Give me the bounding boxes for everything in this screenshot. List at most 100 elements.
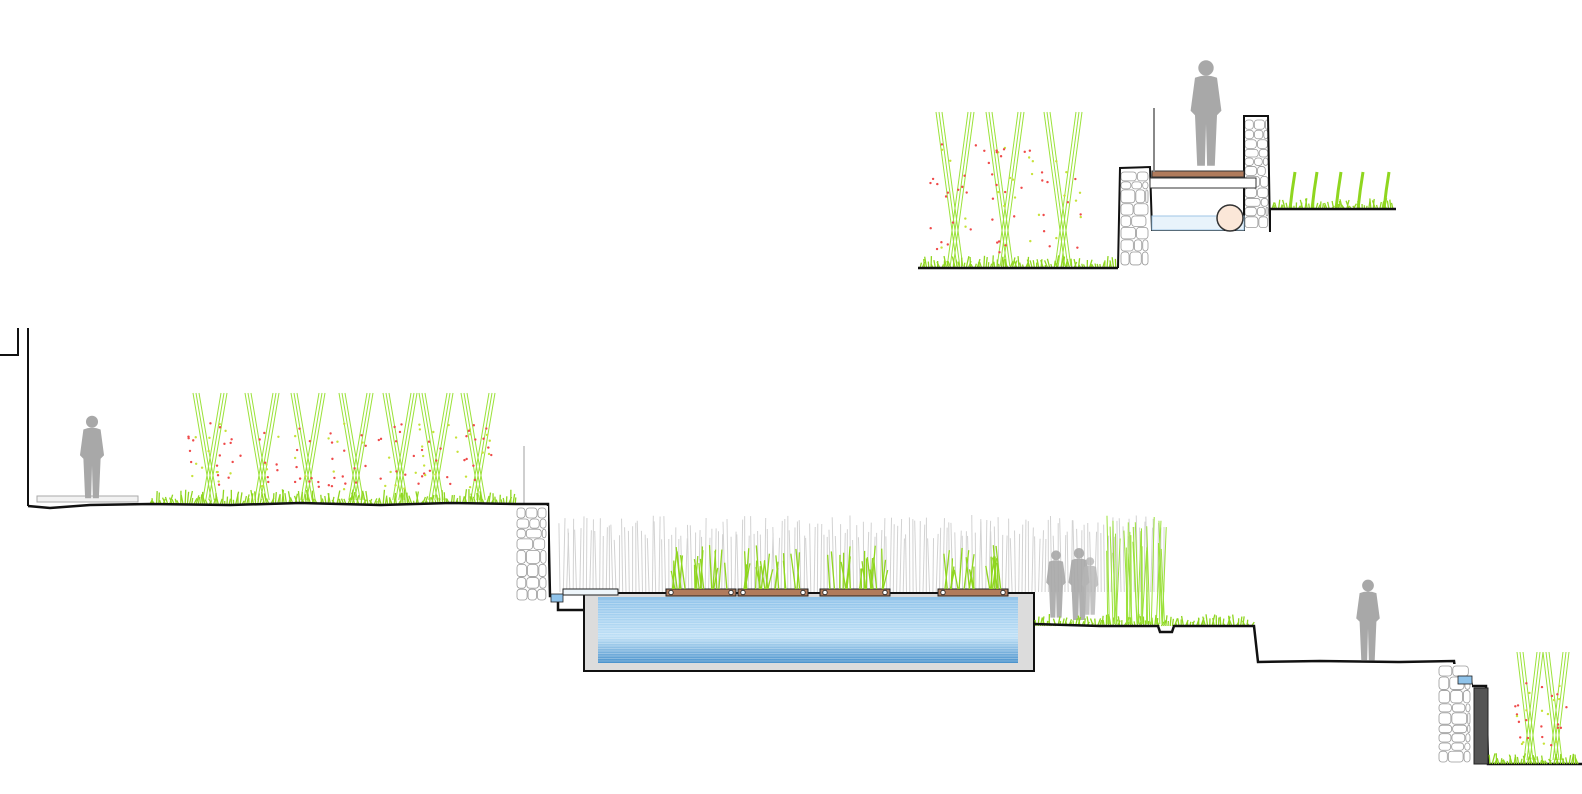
stone	[1244, 187, 1257, 198]
reed-stem	[1066, 531, 1069, 593]
grass-blade	[1304, 198, 1308, 210]
right-reed-clump	[1106, 515, 1167, 625]
stone	[1257, 166, 1266, 176]
grass-blade	[272, 493, 275, 505]
grass-blade	[955, 259, 959, 269]
flower-dot	[420, 445, 424, 448]
flower-dot	[991, 218, 994, 221]
grass-blade	[1040, 259, 1044, 269]
stone	[1120, 171, 1137, 182]
grass-blade	[1044, 260, 1049, 269]
reed-stem	[627, 530, 630, 593]
grass-blade	[400, 492, 403, 505]
flower-dot	[216, 470, 219, 474]
plant-stem	[247, 392, 267, 501]
flower-dot	[395, 470, 398, 473]
stone	[1244, 206, 1257, 217]
reed-stem	[610, 524, 614, 593]
flower-dot	[965, 191, 968, 194]
flower-dot	[420, 448, 424, 452]
grass-blade	[1508, 754, 1513, 765]
flower-dot	[1055, 160, 1058, 163]
grass-blade	[1036, 259, 1040, 269]
plant-stem	[351, 392, 371, 501]
planter-plant	[848, 564, 851, 590]
grass-blade	[1488, 754, 1491, 765]
planter-plant	[830, 551, 836, 590]
planter-plant	[985, 565, 991, 590]
reed-stem	[919, 521, 921, 593]
stone	[540, 550, 547, 564]
grass-blade	[349, 489, 354, 505]
reed-stem	[562, 518, 566, 593]
grass-blade	[250, 489, 255, 505]
reed-stem	[1041, 530, 1044, 593]
stone	[538, 563, 547, 577]
reed-stem	[1134, 522, 1140, 625]
flower-dot	[1013, 196, 1017, 199]
plant-stem	[198, 392, 218, 501]
grass-blade	[1060, 256, 1065, 269]
flower-dot	[1012, 215, 1016, 218]
reed-stem	[1009, 538, 1013, 593]
reed-stem	[780, 520, 783, 593]
reed-stem	[651, 515, 654, 593]
grass-blade	[197, 496, 201, 505]
stone	[516, 577, 527, 589]
flower-dot	[191, 474, 194, 478]
upper-grass-left	[919, 255, 1117, 269]
plant-stem	[1545, 651, 1560, 761]
flower-dot	[389, 470, 392, 474]
grass-blade	[195, 495, 200, 505]
grass-blade	[1171, 618, 1175, 627]
stone	[516, 588, 528, 601]
stone	[516, 507, 526, 519]
flower-dot	[1516, 704, 1520, 707]
upper-grass-right	[1271, 171, 1394, 210]
reed-stem	[1118, 518, 1122, 593]
reed-stem	[914, 520, 917, 593]
reed-stem	[1034, 536, 1036, 593]
plant-stem	[1057, 111, 1080, 267]
flower-dot	[474, 438, 477, 441]
flower-dot	[449, 482, 452, 486]
stone	[1463, 690, 1471, 704]
flower-dot	[265, 463, 268, 466]
planter-box	[737, 588, 809, 597]
stone	[1142, 181, 1149, 190]
stone	[1451, 742, 1465, 751]
stone	[1120, 215, 1132, 227]
flower-dot	[218, 454, 222, 457]
grass-blade	[243, 495, 248, 505]
reed-stem	[852, 539, 855, 593]
flower-dot	[929, 227, 932, 230]
stone	[516, 518, 530, 529]
stone	[1254, 157, 1263, 166]
flower-dot	[1042, 213, 1045, 217]
flower-dot	[379, 437, 383, 441]
grass-blade	[1228, 617, 1233, 627]
stone	[1244, 119, 1254, 130]
grass-blade	[1553, 753, 1558, 765]
plant-stem	[398, 392, 418, 501]
plant-stem	[344, 392, 364, 501]
planter-plant	[695, 570, 698, 590]
stone-wall-lower-right	[1438, 664, 1472, 764]
grass-blade	[1532, 755, 1535, 765]
reed-stem	[1038, 538, 1041, 593]
plant-stem	[388, 392, 408, 501]
flower-dot	[1079, 215, 1082, 219]
stone	[537, 507, 547, 519]
stone	[1451, 703, 1466, 713]
flower-dot	[1079, 213, 1082, 216]
plant-stem	[392, 392, 412, 501]
grass-blade	[184, 489, 187, 505]
reed-stem	[721, 534, 724, 593]
flower-dot	[439, 447, 442, 450]
flower-dot	[473, 478, 477, 482]
flower-dot	[263, 431, 266, 435]
flower-dot	[343, 449, 346, 452]
grass-blade	[488, 492, 492, 505]
grass-blade	[1338, 200, 1341, 210]
grass-blade	[246, 494, 250, 505]
